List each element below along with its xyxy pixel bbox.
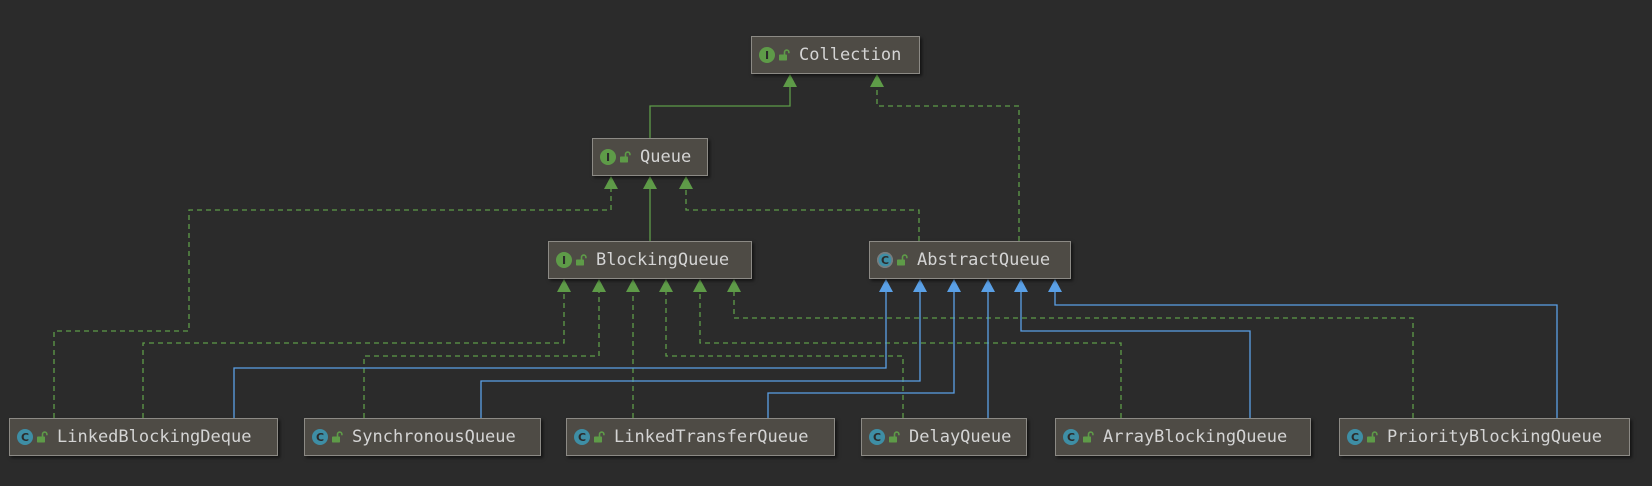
unlock-icon — [888, 431, 900, 443]
node-linked-transfer-queue[interactable]: C LinkedTransferQueue — [566, 418, 835, 456]
arrowhead — [879, 279, 893, 292]
node-blocking-queue[interactable]: I BlockingQueue — [548, 241, 752, 279]
edge-linked-blocking-deque-to-blocking-queue — [142, 279, 571, 418]
class-icon: C — [869, 429, 885, 445]
class-icon: C — [1347, 429, 1363, 445]
node-label: PriorityBlockingQueue — [1387, 427, 1602, 447]
edge-abstract-queue-to-queue — [679, 176, 920, 241]
node-label: SynchronousQueue — [352, 427, 516, 447]
edge-linked-blocking-deque-to-abstract-queue — [233, 279, 893, 418]
node-label: LinkedBlockingDeque — [57, 427, 252, 447]
node-queue[interactable]: I Queue — [592, 138, 708, 176]
arrowhead — [626, 279, 640, 292]
arrowhead — [913, 279, 927, 292]
arrowhead — [659, 279, 673, 292]
arrowhead — [604, 176, 618, 189]
edge-priority-blocking-queue-to-blocking-queue — [727, 279, 1414, 418]
arrowhead — [981, 279, 995, 292]
edge-synchronous-queue-to-blocking-queue — [363, 279, 606, 418]
class-icon: C — [574, 429, 590, 445]
unlock-icon — [619, 151, 631, 163]
abstract-class-icon: C — [877, 252, 893, 268]
class-icon: C — [17, 429, 33, 445]
edge-blocking-queue-to-queue — [643, 176, 657, 241]
edge-array-blocking-queue-to-blocking-queue — [693, 279, 1122, 418]
node-label: Collection — [799, 45, 902, 65]
node-label: ArrayBlockingQueue — [1103, 427, 1288, 447]
arrowhead — [592, 279, 606, 292]
node-synchronous-queue[interactable]: C SynchronousQueue — [304, 418, 541, 456]
unlock-icon — [36, 431, 48, 443]
unlock-icon — [896, 254, 908, 266]
node-label: BlockingQueue — [596, 250, 730, 270]
class-icon: C — [312, 429, 328, 445]
node-label: LinkedTransferQueue — [614, 427, 809, 447]
interface-icon: I — [759, 47, 775, 63]
node-collection[interactable]: I Collection — [751, 36, 920, 74]
arrowhead — [727, 279, 741, 292]
edge-queue-to-collection — [649, 74, 797, 138]
node-linked-blocking-deque[interactable]: C LinkedBlockingDeque — [9, 418, 278, 456]
arrowhead — [557, 279, 571, 292]
arrowhead — [679, 176, 693, 189]
class-icon: C — [1063, 429, 1079, 445]
node-abstract-queue[interactable]: C AbstractQueue — [869, 241, 1071, 279]
edge-linked-blocking-deque-to-queue — [53, 176, 618, 418]
unlock-icon — [778, 49, 790, 61]
edge-delay-queue-to-abstract-queue — [981, 279, 995, 418]
edge-array-blocking-queue-to-abstract-queue — [1014, 279, 1251, 418]
arrowhead — [643, 176, 657, 189]
arrowhead — [783, 74, 797, 87]
arrowhead — [870, 74, 884, 87]
edge-linked-transfer-queue-to-blocking-queue — [626, 279, 640, 418]
edge-linked-transfer-queue-to-abstract-queue — [767, 279, 961, 418]
arrowhead — [947, 279, 961, 292]
node-delay-queue[interactable]: C DelayQueue — [861, 418, 1027, 456]
edge-priority-blocking-queue-to-abstract-queue — [1048, 279, 1558, 418]
edge-synchronous-queue-to-abstract-queue — [480, 279, 927, 418]
node-label: AbstractQueue — [917, 250, 1051, 270]
unlock-icon — [331, 431, 343, 443]
unlock-icon — [1366, 431, 1378, 443]
edge-delay-queue-to-blocking-queue — [659, 279, 904, 418]
node-priority-blocking-queue[interactable]: C PriorityBlockingQueue — [1339, 418, 1630, 456]
unlock-icon — [593, 431, 605, 443]
arrowhead — [693, 279, 707, 292]
interface-icon: I — [556, 252, 572, 268]
edge-abstract-queue-to-collection — [870, 74, 1020, 241]
arrowhead — [1014, 279, 1028, 292]
node-label: DelayQueue — [909, 427, 1012, 447]
unlock-icon — [1082, 431, 1094, 443]
unlock-icon — [575, 254, 587, 266]
node-label: Queue — [640, 147, 692, 167]
interface-icon: I — [600, 149, 616, 165]
arrowhead — [1048, 279, 1062, 292]
node-array-blocking-queue[interactable]: C ArrayBlockingQueue — [1055, 418, 1311, 456]
